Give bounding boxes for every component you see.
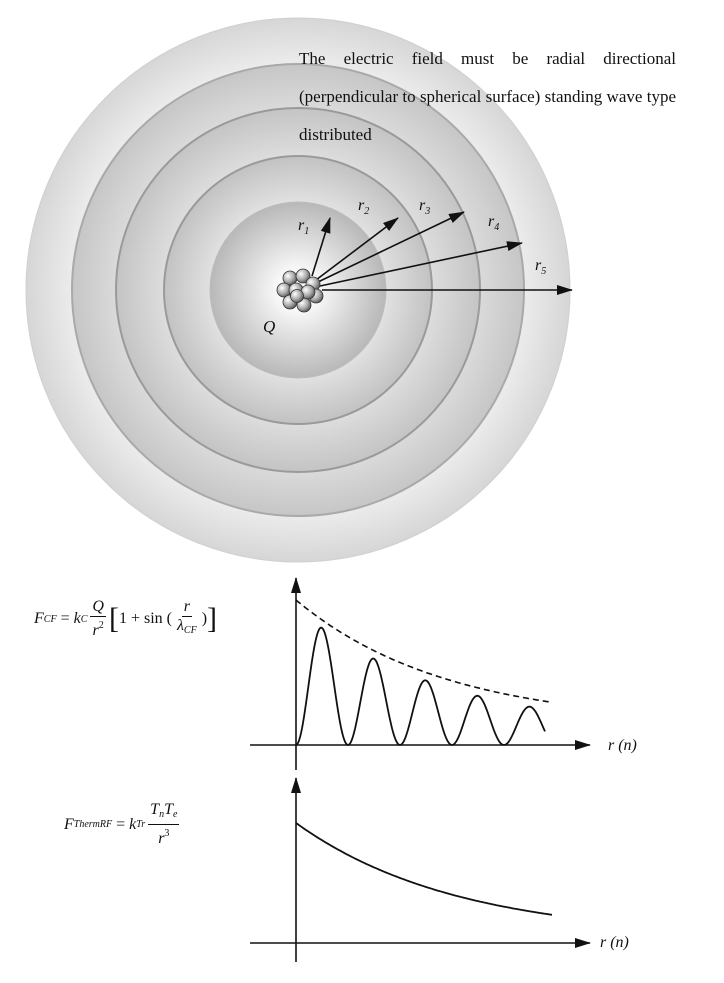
graph2-decay-curve — [295, 822, 553, 916]
radius-label-r1: r1 — [298, 217, 309, 237]
arrow-r3 — [317, 211, 465, 283]
radius-arrows — [311, 211, 573, 295]
graph2-axis-label: r (n) — [600, 934, 629, 951]
radius-label-r5: r5 — [535, 257, 546, 277]
graph1-axis-label: r (n) — [608, 737, 637, 754]
caption-text: The electric field must be radial direct… — [299, 49, 676, 144]
graph-thermal-decay — [250, 777, 591, 962]
nucleus-icon — [276, 268, 324, 313]
graph-standing-wave — [250, 577, 591, 770]
graph1-envelope-dashed — [295, 599, 553, 704]
radius-label-r2: r2 — [358, 197, 369, 217]
radius-label-r3: r3 — [419, 197, 430, 217]
radius-label-r4: r4 — [488, 213, 499, 233]
arrow-r1 — [311, 217, 331, 277]
arrow-r2 — [315, 217, 399, 281]
arrow-r4 — [319, 241, 523, 287]
graph1-wave-curve — [295, 626, 546, 746]
charge-label: Q — [263, 317, 275, 336]
